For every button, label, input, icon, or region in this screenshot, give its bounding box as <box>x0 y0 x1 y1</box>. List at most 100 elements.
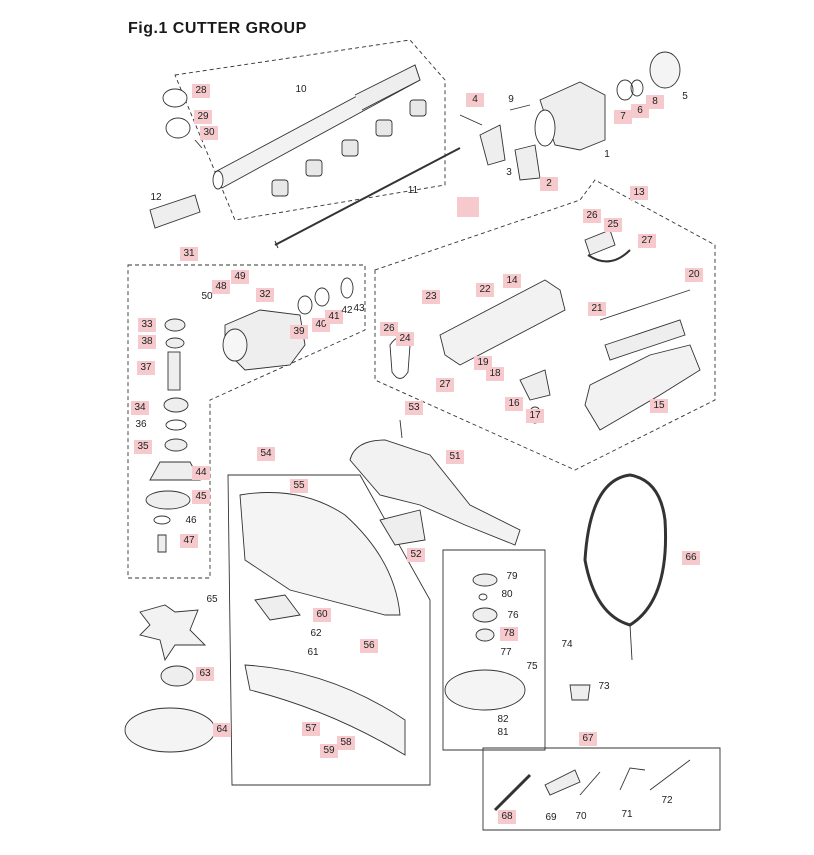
part-label-78[interactable]: 78 <box>500 627 518 641</box>
part-label-72[interactable]: 72 <box>661 795 673 806</box>
part-label-16[interactable]: 16 <box>505 397 523 411</box>
part-label-1[interactable]: 1 <box>604 149 610 160</box>
part-label-15[interactable]: 15 <box>650 399 668 413</box>
part-label-7[interactable]: 7 <box>614 110 632 124</box>
group-boundary-31 <box>127 264 366 579</box>
part-label-12[interactable]: 12 <box>150 192 162 203</box>
group-boundary-54 <box>227 474 431 786</box>
part-label-18[interactable]: 18 <box>486 367 504 381</box>
part-label-42[interactable]: 42 <box>341 305 353 316</box>
part-label-37[interactable]: 37 <box>137 361 155 375</box>
part-label-53[interactable]: 53 <box>405 401 423 415</box>
part-label-75[interactable]: 75 <box>526 661 538 672</box>
part-label-49[interactable]: 49 <box>231 270 249 284</box>
part-label-70[interactable]: 70 <box>575 811 587 822</box>
part-label-51[interactable]: 51 <box>446 450 464 464</box>
part-label-10[interactable]: 10 <box>295 84 307 95</box>
part-label-69[interactable]: 69 <box>545 812 557 823</box>
part-label-56[interactable]: 56 <box>360 639 378 653</box>
part-label-38[interactable]: 38 <box>138 335 156 349</box>
part-label-50[interactable]: 50 <box>201 291 213 302</box>
part-label-67[interactable]: 67 <box>579 732 597 746</box>
part-label-44[interactable]: 44 <box>192 466 210 480</box>
part-label-57[interactable]: 57 <box>302 722 320 736</box>
part-label-43[interactable]: 43 <box>353 303 365 314</box>
part-label-30[interactable]: 30 <box>200 126 218 140</box>
part-label-6[interactable]: 6 <box>631 104 649 118</box>
part-label-41[interactable]: 41 <box>325 310 343 324</box>
part-label-27b[interactable]: 27 <box>436 378 454 392</box>
part-label-73[interactable]: 73 <box>598 681 610 692</box>
gearcase <box>539 81 606 151</box>
part-label-29[interactable]: 29 <box>194 110 212 124</box>
part-label-39[interactable]: 39 <box>290 325 308 339</box>
part-label-46[interactable]: 46 <box>185 515 197 526</box>
group-boundary-13 <box>374 179 716 471</box>
part-label-26a[interactable]: 26 <box>583 209 601 223</box>
part-label-2[interactable]: 2 <box>540 177 558 191</box>
part-label-20[interactable]: 20 <box>685 268 703 282</box>
guard-skirt <box>244 664 406 756</box>
part-label-25[interactable]: 25 <box>604 218 622 232</box>
part-label-63[interactable]: 63 <box>196 667 214 681</box>
group-boundary-74 <box>442 549 546 751</box>
part-label-64[interactable]: 64 <box>213 723 231 737</box>
shaft-guard <box>349 439 521 546</box>
part-label-24[interactable]: 24 <box>396 332 414 346</box>
handle-bracket <box>439 279 566 366</box>
part-label-8[interactable]: 8 <box>646 95 664 109</box>
part-label-23[interactable]: 23 <box>422 290 440 304</box>
drive-shaft <box>274 147 461 246</box>
part-label-66[interactable]: 66 <box>682 551 700 565</box>
part-label-65[interactable]: 65 <box>206 594 218 605</box>
part-label-60[interactable]: 60 <box>313 608 331 622</box>
part-label-74[interactable]: 74 <box>561 639 573 650</box>
part-label-77[interactable]: 77 <box>500 647 512 658</box>
part-label-19[interactable]: 19 <box>474 356 492 370</box>
part-label-28[interactable]: 28 <box>192 84 210 98</box>
part-label-58[interactable]: 58 <box>337 736 355 750</box>
group-boundary-67 <box>482 747 721 831</box>
shoulder-harness <box>583 473 668 627</box>
part-label-17[interactable]: 17 <box>526 409 544 423</box>
part-label-26b[interactable]: 26 <box>380 322 398 336</box>
blade-guard <box>239 492 401 616</box>
part-label-11[interactable]: 11 <box>407 185 419 196</box>
part-label-4[interactable]: 4 <box>466 93 484 107</box>
part-label-82[interactable]: 82 <box>497 714 509 725</box>
throttle-grip <box>584 344 701 431</box>
part-label-52[interactable]: 52 <box>407 548 425 562</box>
part-label-68[interactable]: 68 <box>498 810 516 824</box>
part-label-55[interactable]: 55 <box>290 479 308 493</box>
part-label-61[interactable]: 61 <box>307 647 319 658</box>
part-label-34[interactable]: 34 <box>131 401 149 415</box>
part-label-48[interactable]: 48 <box>212 280 230 294</box>
highlight-box <box>457 197 479 217</box>
part-label-62[interactable]: 62 <box>310 628 322 639</box>
part-label-59[interactable]: 59 <box>320 744 338 758</box>
part-label-14[interactable]: 14 <box>503 274 521 288</box>
part-label-33[interactable]: 33 <box>138 318 156 332</box>
figure-title: Fig.1 CUTTER GROUP <box>128 20 307 37</box>
part-label-45[interactable]: 45 <box>192 490 210 504</box>
part-label-21[interactable]: 21 <box>588 302 606 316</box>
part-label-27a[interactable]: 27 <box>638 234 656 248</box>
part-label-5[interactable]: 5 <box>682 91 688 102</box>
part-label-36[interactable]: 36 <box>135 419 147 430</box>
part-label-81[interactable]: 81 <box>497 727 509 738</box>
part-label-76[interactable]: 76 <box>507 610 519 621</box>
part-label-54[interactable]: 54 <box>257 447 275 461</box>
part-label-22[interactable]: 22 <box>476 283 494 297</box>
part-label-35[interactable]: 35 <box>134 440 152 454</box>
part-label-3[interactable]: 3 <box>506 167 512 178</box>
part-label-13[interactable]: 13 <box>630 186 648 200</box>
part-label-32[interactable]: 32 <box>256 288 274 302</box>
part-label-79[interactable]: 79 <box>506 571 518 582</box>
part-label-9[interactable]: 9 <box>508 94 514 105</box>
part-label-31[interactable]: 31 <box>180 247 198 261</box>
part-label-71[interactable]: 71 <box>621 809 633 820</box>
part-label-80[interactable]: 80 <box>501 589 513 600</box>
four-tooth-blade <box>139 604 207 662</box>
part-label-47[interactable]: 47 <box>180 534 198 548</box>
